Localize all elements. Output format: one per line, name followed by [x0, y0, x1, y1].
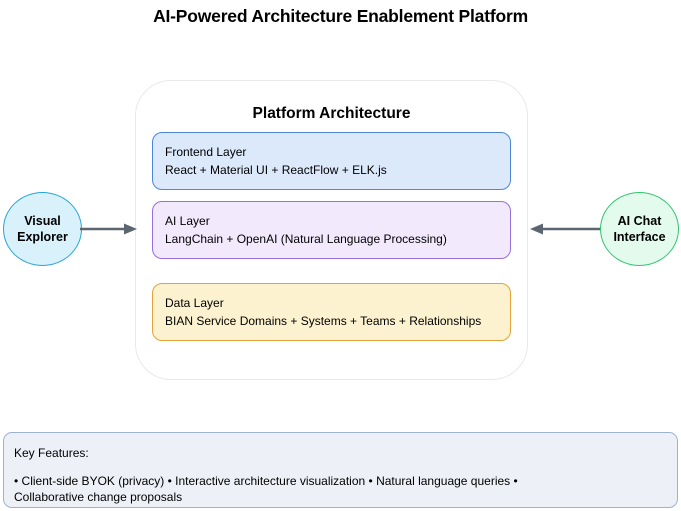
key-features-list: • Client-side BYOK (privacy) • Interacti…	[14, 474, 518, 504]
visual-explorer-node: Visual Explorer	[3, 192, 82, 266]
ai-layer-node: AI Layer LangChain + OpenAI (Natural Lan…	[152, 201, 511, 259]
ai-chat-interface-node: AI Chat Interface	[600, 192, 679, 266]
page-title: AI-Powered Architecture Enablement Platf…	[153, 6, 528, 26]
arrow-right-icon	[80, 223, 137, 235]
data-layer-name: Data Layer	[165, 296, 224, 310]
platform-architecture-title: Platform Architecture	[252, 105, 411, 122]
key-features-heading: Key Features:	[14, 446, 89, 460]
ai-layer-tech: LangChain + OpenAI (Natural Language Pro…	[165, 232, 447, 247]
visual-explorer-label: Visual Explorer	[17, 213, 68, 244]
ai-layer-name: AI Layer	[165, 214, 210, 228]
frontend-layer-tech: React + Material UI + ReactFlow + ELK.js	[165, 163, 387, 178]
key-features-panel: Key Features: • Client-side BYOK (privac…	[3, 432, 678, 508]
data-layer-node: Data Layer BIAN Service Domains + System…	[152, 283, 511, 341]
platform-architecture-group: Platform Architecture Frontend Layer Rea…	[135, 80, 528, 380]
frontend-layer-node: Frontend Layer React + Material UI + Rea…	[152, 132, 511, 190]
ai-chat-interface-label: AI Chat Interface	[613, 213, 666, 244]
arrow-left-icon	[530, 223, 603, 235]
frontend-layer-name: Frontend Layer	[165, 145, 247, 159]
data-layer-tech: BIAN Service Domains + Systems + Teams +…	[165, 314, 482, 329]
